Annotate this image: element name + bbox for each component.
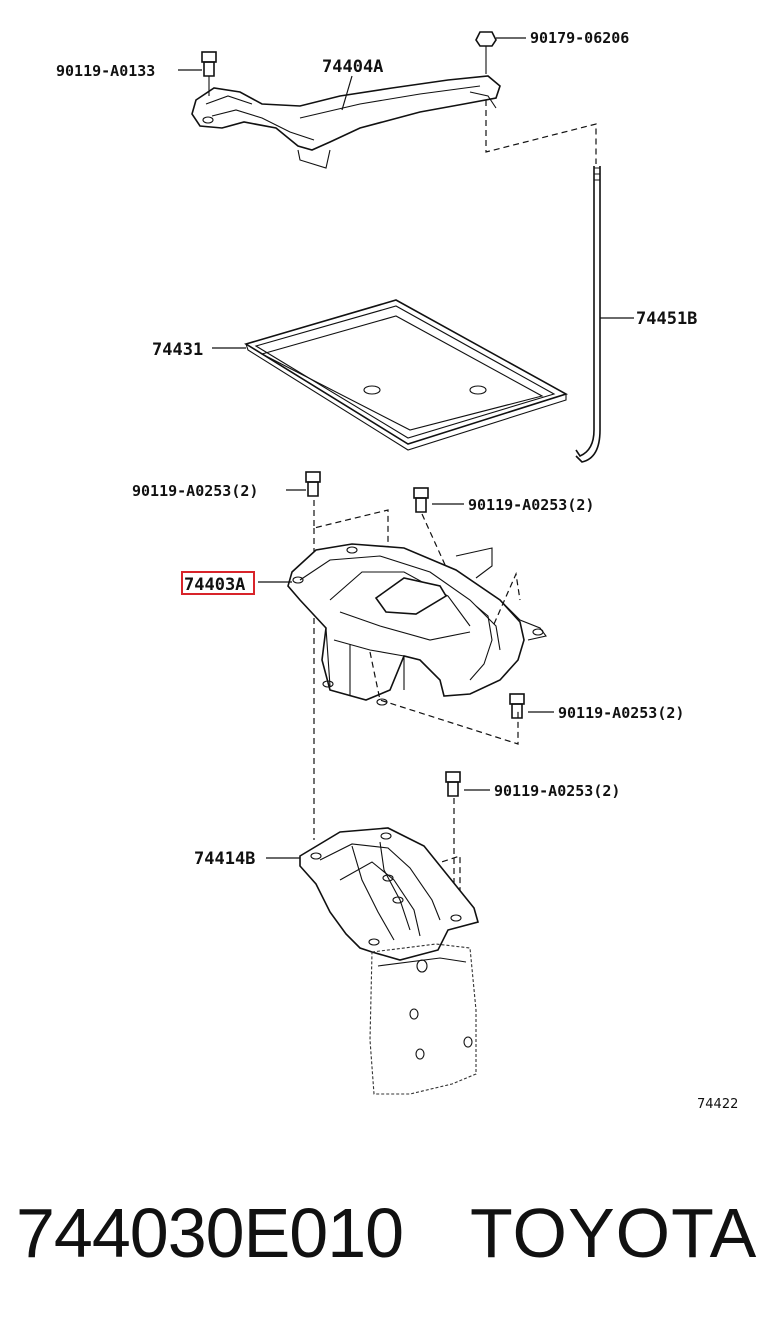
label-bolt-top-left[interactable]: 90119-A0133 bbox=[56, 62, 155, 80]
bracket-74414B[interactable] bbox=[299, 827, 479, 961]
highlight-box bbox=[181, 571, 255, 595]
label-nut-top-right[interactable]: 90179-06206 bbox=[530, 29, 629, 47]
figure-ref: 74422 bbox=[697, 1097, 738, 1112]
brand-name: TOYOTA bbox=[470, 1194, 758, 1272]
rod-74451B[interactable] bbox=[575, 166, 601, 463]
label-tray[interactable]: 74431 bbox=[152, 340, 203, 360]
label-bolt-left-mid[interactable]: 90119-A0253(2) bbox=[132, 482, 258, 500]
tray-74431[interactable] bbox=[244, 299, 569, 451]
nut-icon[interactable] bbox=[475, 31, 497, 74]
bolt-icon[interactable] bbox=[445, 771, 461, 797]
label-bolt-lower[interactable]: 90119-A0253(2) bbox=[494, 782, 620, 800]
part-number: 744030E010 bbox=[16, 1194, 404, 1272]
bolt-icon[interactable] bbox=[201, 51, 217, 96]
label-bracket[interactable]: 74414B bbox=[194, 849, 255, 869]
carrier-74403A[interactable] bbox=[287, 543, 547, 706]
body-panel bbox=[369, 943, 477, 1095]
bolt-icon[interactable] bbox=[509, 693, 525, 719]
label-carrier[interactable]: 74403A bbox=[184, 575, 245, 595]
label-clamp[interactable]: 74404A bbox=[322, 57, 383, 77]
label-rod[interactable]: 74451B bbox=[636, 309, 697, 329]
label-bolt-lower-right[interactable]: 90119-A0253(2) bbox=[558, 704, 684, 722]
bolt-icon[interactable] bbox=[413, 487, 429, 513]
clamp-74404A[interactable] bbox=[191, 75, 501, 169]
caption: 744030E010 TOYOTA bbox=[0, 1188, 760, 1278]
label-bolt-right-mid[interactable]: 90119-A0253(2) bbox=[468, 496, 594, 514]
bolt-icon[interactable] bbox=[305, 471, 321, 497]
